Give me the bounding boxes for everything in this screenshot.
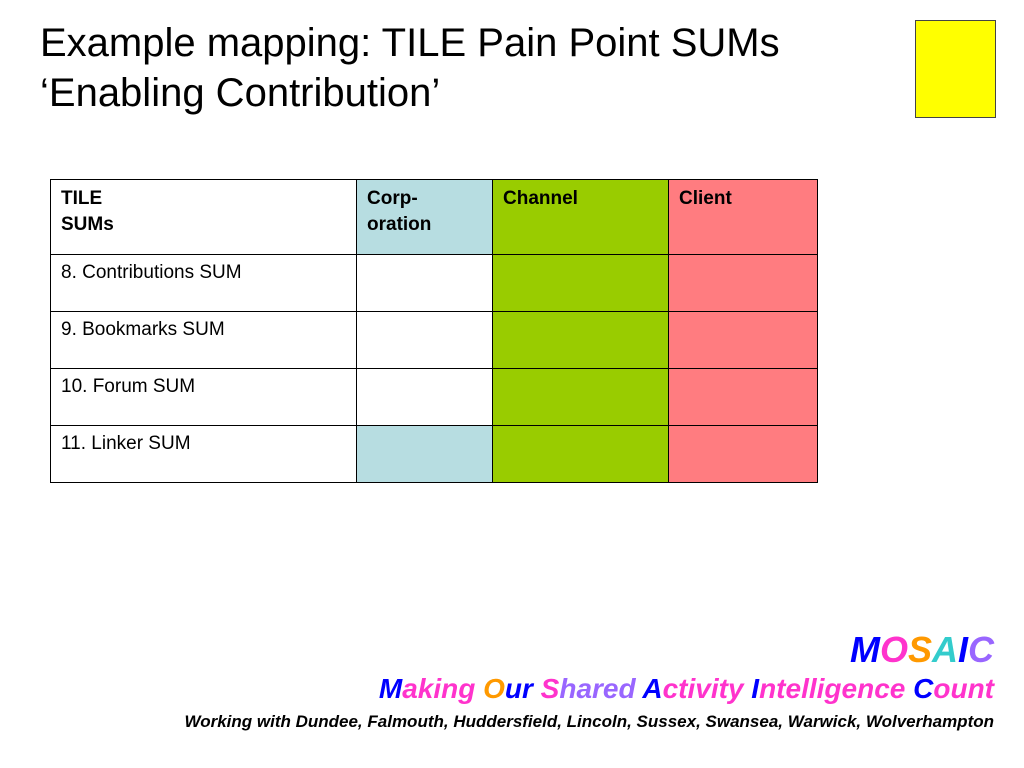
table-row: 10. Forum SUM [50,368,818,426]
cell-corporation [356,425,493,483]
slide-title-line-1: Example mapping: TILE Pain Point SUMs [40,21,780,65]
row-label: 8. Contributions SUM [50,254,357,312]
table-row: 9. Bookmarks SUM [50,311,818,369]
tagline-word-rest: ur [504,673,541,704]
tagline-word-rest: ntelligence [759,673,914,704]
acronym-letter-m: M [849,629,880,670]
header-tile-line: TILE [61,188,103,209]
tagline-word-rest: hared [559,673,643,704]
mosaic-tagline: Making Our Shared Activity Intelligence … [184,672,994,706]
tagline-initial: I [751,673,760,704]
table-header-row: TILE SUMs Corp- oration Channel Client [50,179,818,255]
header-corporation: Corp- oration [356,179,493,255]
tagline-initial: A [642,673,663,704]
cell-channel [492,368,669,426]
slide-title: Example mapping: TILE Pain Point SUMs ‘E… [40,18,780,118]
mosaic-acronym: MOSAIC [184,628,994,672]
header-channel: Channel [492,179,669,255]
tagline-word-rest: ount [933,673,994,704]
sums-mapping-table: TILE SUMs Corp- oration Channel Client 8… [50,179,818,483]
table-row: 11. Linker SUM [50,425,818,483]
cell-client [668,254,818,312]
cell-client [668,311,818,369]
header-sums-line: SUMs [61,214,114,235]
tagline-word-rest: ctivity [662,673,752,704]
slide-title-line-2: ‘Enabling Contribution’ [40,71,441,115]
cell-channel [492,254,669,312]
acronym-letter-a: A [931,629,958,670]
row-label: 9. Bookmarks SUM [50,311,357,369]
cell-corporation [356,368,493,426]
row-label: 10. Forum SUM [50,368,357,426]
header-tile-sums: TILE SUMs [50,179,357,255]
mosaic-brand-block: MOSAIC Making Our Shared Activity Intell… [184,628,994,734]
acronym-letter-c: C [968,629,994,670]
row-label: 11. Linker SUM [50,425,357,483]
tagline-initial: C [913,673,934,704]
cell-channel [492,311,669,369]
yellow-square [915,20,996,118]
partner-institutions: Working with Dundee, Falmouth, Huddersfi… [184,712,994,731]
cell-channel [492,425,669,483]
acronym-letter-o: O [879,629,908,670]
header-client: Client [668,179,818,255]
header-corp-line: Corp- [367,188,418,209]
tagline-initial: O [483,673,505,704]
header-oration-line: oration [367,214,432,235]
acronym-letter-i: I [957,629,968,670]
tagline-word-rest: aking [402,673,484,704]
acronym-letter-s: S [907,629,932,670]
cell-corporation [356,254,493,312]
tagline-initial: S [540,673,560,704]
cell-corporation [356,311,493,369]
table-row: 8. Contributions SUM [50,254,818,312]
cell-client [668,368,818,426]
tagline-initial: M [378,673,403,704]
cell-client [668,425,818,483]
